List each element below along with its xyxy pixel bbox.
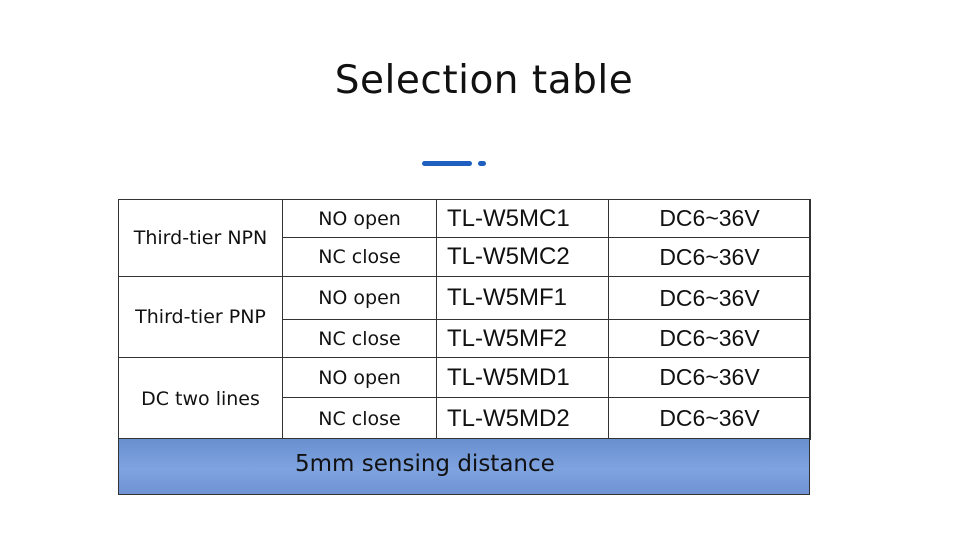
sensing-distance-label: 5mm sensing distance — [295, 451, 555, 477]
mode-cell: NO open — [282, 276, 437, 320]
table-row: NC close TL-W5MF2 DC6~36V — [119, 319, 811, 358]
group-cell: DC two lines — [118, 357, 283, 440]
group-cell: Third-tier NPN — [118, 199, 283, 277]
table-row: Third-tier NPN NO open TL-W5MC1 DC6~36V — [118, 199, 811, 277]
voltage-cell: DC6~36V — [608, 199, 811, 238]
model-cell: TL-W5MD2 — [436, 397, 609, 440]
model-cell: TL-W5MF2 — [436, 319, 609, 358]
model-cell: TL-W5MC1 — [436, 199, 609, 238]
voltage-cell: DC6~36V — [608, 237, 811, 277]
table-row: NC close TL-W5MD2 DC6~36V — [119, 397, 811, 440]
title-underline-bar — [422, 161, 472, 166]
table-row: Third-tier PNP NO open TL-W5MF1 DC6~36V — [118, 276, 811, 358]
voltage-cell: DC6~36V — [608, 397, 811, 440]
title-underline-dot — [478, 161, 486, 166]
mode-cell: NO open — [282, 199, 437, 238]
model-cell: TL-W5MC2 — [436, 237, 609, 277]
model-cell: TL-W5MF1 — [436, 276, 609, 320]
page-title: Selection table — [334, 58, 634, 103]
table-row: NC close TL-W5MC2 DC6~36V — [119, 237, 811, 277]
voltage-cell: DC6~36V — [608, 276, 811, 320]
sensing-distance-band: 5mm sensing distance — [118, 438, 810, 495]
mode-cell: NC close — [282, 319, 437, 358]
mode-cell: NC close — [282, 397, 437, 440]
model-cell: TL-W5MD1 — [436, 357, 609, 398]
group-cell: Third-tier PNP — [118, 276, 283, 358]
selection-table-container: Third-tier NPN NO open TL-W5MC1 DC6~36V … — [118, 199, 811, 494]
voltage-cell: DC6~36V — [608, 357, 811, 398]
mode-cell: NO open — [282, 357, 437, 398]
voltage-cell: DC6~36V — [608, 319, 811, 358]
selection-table: Third-tier NPN NO open TL-W5MC1 DC6~36V … — [118, 199, 811, 440]
mode-cell: NC close — [282, 237, 437, 277]
table-row: DC two lines NO open TL-W5MD1 DC6~36V — [118, 357, 811, 440]
